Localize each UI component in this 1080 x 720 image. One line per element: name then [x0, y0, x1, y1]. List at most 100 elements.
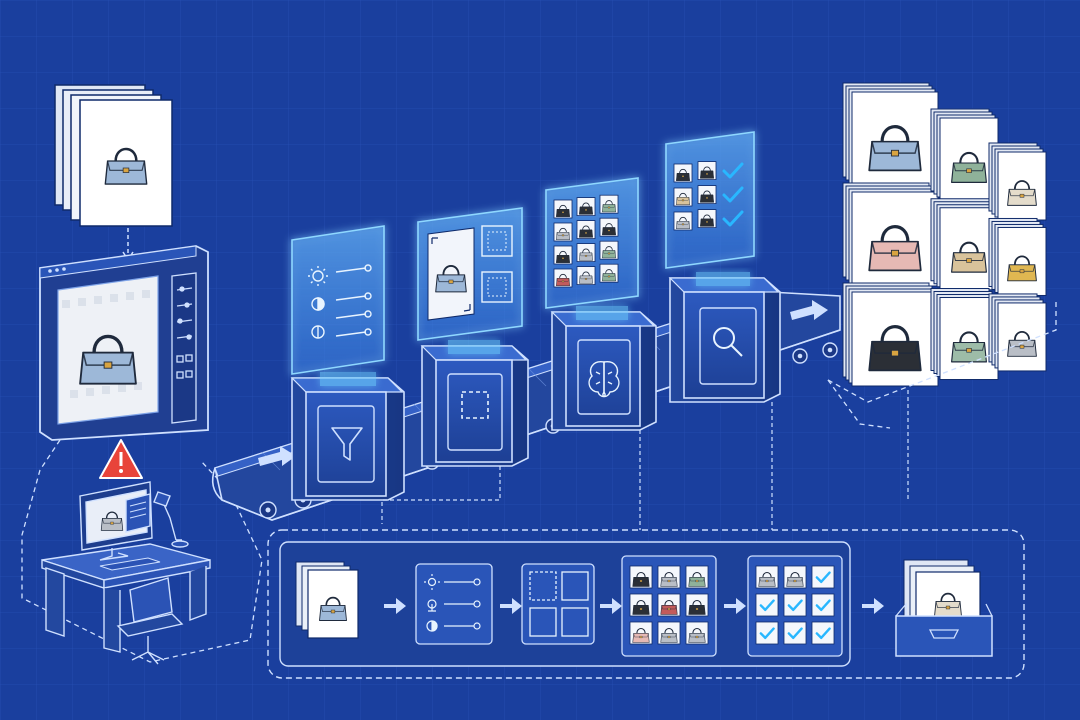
crop-station: [420, 340, 529, 467]
handbag-icon: [556, 273, 570, 286]
workstation-desk-icon: [41, 481, 211, 665]
handbag-icon: [435, 265, 467, 293]
filter-station: [290, 372, 405, 501]
handbag-icon: [660, 600, 678, 615]
arrow-icon: [862, 598, 884, 614]
handbag-icon: [868, 325, 922, 372]
step-verified-grid: [747, 555, 843, 657]
handbag-icon: [688, 572, 706, 587]
classify-station: [550, 306, 657, 431]
arrow-icon: [724, 598, 746, 614]
handbag-icon: [602, 269, 616, 282]
handbag-icon: [579, 202, 593, 215]
checkmark-icon: [815, 599, 831, 612]
handbag-icon: [602, 200, 616, 213]
photo-card: [851, 291, 939, 387]
checkmark-icon: [722, 210, 744, 227]
flow-connector: [381, 390, 909, 530]
handbag-icon: [1007, 180, 1037, 206]
handbag-icon: [868, 125, 922, 172]
handbag-icon: [579, 248, 593, 261]
checkmark-icon: [759, 599, 775, 612]
checkmark-icon: [759, 627, 775, 640]
step-crop-frames: [521, 563, 595, 645]
sorted-output-stacks: [842, 82, 1047, 387]
crop-preview-panel: [417, 207, 523, 341]
thumbnail-tile: [783, 593, 807, 617]
handbag-icon: [632, 600, 650, 615]
handbag-icon: [632, 572, 650, 587]
checkmark-icon: [815, 571, 831, 584]
handbag-icon: [319, 596, 347, 621]
handbag-icon: [688, 628, 706, 643]
handbag-icon: [951, 331, 987, 363]
thumbnail-tile: [783, 621, 807, 645]
handbag-icon: [579, 225, 593, 238]
handbag-icon: [579, 271, 593, 284]
handbag-icon: [700, 190, 714, 203]
handbag-icon: [688, 600, 706, 615]
handbag-icon: [100, 511, 124, 531]
brain-icon: [588, 361, 620, 398]
photo-card: [939, 297, 999, 381]
workstation-zone: [21, 439, 263, 663]
handbag-icon: [951, 241, 987, 273]
handbag-icon: [79, 334, 137, 385]
handbag-icon: [660, 572, 678, 587]
step-adjust-settings: [415, 563, 493, 645]
output-zone: [827, 300, 1057, 403]
belt-arrow-icon: [258, 446, 296, 466]
thumbnail-tile: [811, 621, 835, 645]
handbag-icon: [1007, 331, 1037, 357]
handbag-icon: [700, 214, 714, 227]
verification-panel: [665, 131, 755, 269]
input-photo-stack: [54, 84, 173, 227]
photo-card: [851, 191, 939, 287]
classification-grid-panel: [545, 177, 639, 309]
warning-icon: [99, 439, 143, 479]
photo-card: [997, 226, 1047, 296]
handbag-icon: [758, 572, 776, 587]
handbag-icon: [700, 166, 714, 179]
thumbnail-tile: [755, 593, 779, 617]
handbag-icon: [556, 204, 570, 217]
checkmark-icon: [787, 599, 803, 612]
handbag-icon: [676, 192, 690, 205]
handbag-icon: [104, 147, 148, 185]
belt-arrow-icon: [790, 300, 828, 320]
adjust-settings-panel: [291, 225, 385, 375]
magnifier-icon: [713, 327, 743, 357]
handbag-icon: [868, 225, 922, 272]
handbag-icon: [556, 250, 570, 263]
handbag-icon: [1007, 255, 1037, 282]
handbag-icon: [951, 151, 987, 183]
photo-card: [939, 117, 999, 201]
image-editor-window: [39, 245, 209, 441]
editor-toolbar: [171, 272, 197, 424]
handbag-icon: [602, 246, 616, 259]
handbag-icon: [676, 216, 690, 229]
verify-station: [668, 272, 781, 403]
photo-card: [939, 207, 999, 291]
thumbnail-tile: [811, 565, 835, 589]
handbag-icon: [786, 572, 804, 587]
checkmark-icon: [722, 162, 744, 179]
step-input-stack: [295, 561, 359, 639]
handbag-icon: [934, 592, 962, 617]
arrow-icon: [384, 598, 406, 614]
photo-card: [851, 91, 939, 187]
step-classified-grid: [621, 555, 717, 657]
checkmark-icon: [722, 186, 744, 203]
thumbnail-tile: [811, 593, 835, 617]
funnel-icon: [331, 427, 363, 461]
arrow-icon: [500, 598, 522, 614]
arrow-icon: [600, 598, 622, 614]
handbag-icon: [676, 168, 690, 181]
handbag-icon: [602, 223, 616, 236]
archive-tray-icon: [895, 559, 993, 657]
crop-frame-icon: [461, 391, 489, 419]
photo-card: [997, 151, 1047, 221]
handbag-icon: [660, 628, 678, 643]
thumbnail-tile: [755, 621, 779, 645]
checkmark-icon: [787, 627, 803, 640]
